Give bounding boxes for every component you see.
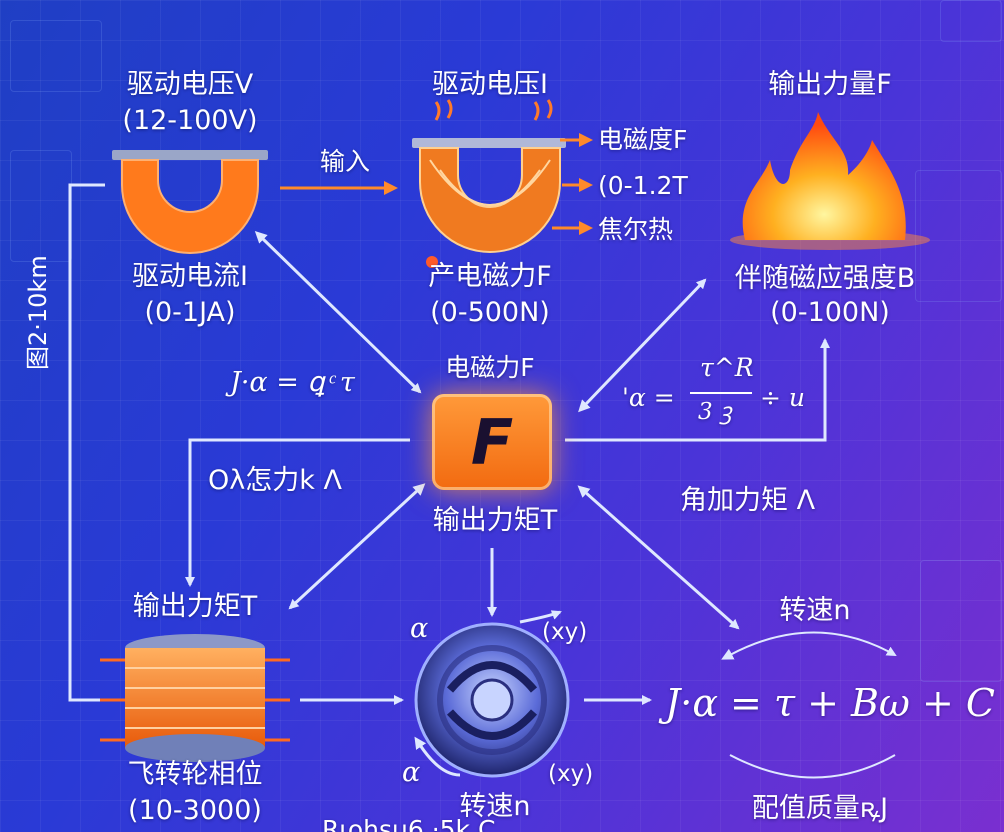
angular-torque-label: 角加力矩 Λ xyxy=(680,485,816,516)
range-1-2t-label: (0-1.2T xyxy=(598,171,688,200)
xy-top-label: (xy) xyxy=(542,619,588,645)
flywheel-range-label: (10-3000) xyxy=(128,795,262,826)
arrow-core-torque xyxy=(288,483,426,610)
gen-em-force-label: 产电磁力F xyxy=(428,261,552,292)
disc-rotor-icon xyxy=(414,622,570,778)
speed-n-right-label: 转速n xyxy=(779,595,851,626)
coil-spool-icon xyxy=(100,634,290,762)
drive-current-label: 驱动电流I xyxy=(132,261,248,292)
speed-n-bottom-label: 转速n xyxy=(459,791,531,822)
formula-left: J·α = ꝗ ͨ τ xyxy=(230,367,355,398)
drive-voltage-i-label: 驱动电压I xyxy=(432,69,548,100)
deco-panel-tl xyxy=(10,20,102,92)
arrow-alpha-bottom xyxy=(414,736,461,777)
vertical-range-label: 图2·10km xyxy=(24,255,52,370)
flame-icon xyxy=(730,112,930,250)
joule-heat-label: 焦尔热 xyxy=(598,215,674,244)
feedback-line xyxy=(68,183,105,702)
formula-right-bottom: 3 ꝫ xyxy=(698,399,732,425)
deco-panel-br xyxy=(920,560,1002,682)
arrow-loop-left xyxy=(185,438,410,587)
drive-current-range: (0-1JA) xyxy=(144,297,236,328)
garbled-left-label: Ολ怎力k Λ xyxy=(208,465,342,496)
arrow-loop-right xyxy=(565,338,830,442)
drive-voltage-range: (12-100V) xyxy=(122,105,258,136)
output-torque-label: 输出力矩T xyxy=(432,505,558,536)
formula-right-alpha: 'α = xyxy=(622,383,675,412)
output-torque-left-label: 输出力矩T xyxy=(132,591,258,622)
deco-panel-tr xyxy=(940,0,1002,42)
xy-bottom-label: (xy) xyxy=(548,761,594,787)
core-letter: F xyxy=(470,405,514,479)
arrow-core-induced xyxy=(578,278,707,413)
em-degree-label: 电磁度F xyxy=(598,125,688,154)
core-force-icon: F xyxy=(432,394,552,490)
alpha-bottom-label: α xyxy=(402,757,421,788)
formula-right-top: τ^R xyxy=(700,353,754,382)
arrow-xy-top xyxy=(519,610,562,624)
heated-u-magnet-icon xyxy=(412,99,566,268)
mass-j-label: 配值质量ꝶJ xyxy=(751,793,889,824)
arrow-current-core xyxy=(254,231,422,394)
induced-strength-range: (0-100N) xyxy=(770,297,890,328)
formula-right-tail: ÷ u xyxy=(760,383,805,412)
em-force-title: 电磁力F xyxy=(445,353,535,382)
induced-strength-label: 伴随磁应强度B xyxy=(734,263,916,294)
u-magnet-icon xyxy=(112,150,268,254)
arrow-core-speed xyxy=(577,485,740,630)
input-label: 输入 xyxy=(319,147,370,176)
formula-fraction-bar xyxy=(690,392,752,394)
cut-bottom-label: Rιohsu6 ·5k C xyxy=(322,815,496,832)
flywheel-phase-label: 飞转轮相位 xyxy=(127,759,263,790)
connector-lines xyxy=(68,133,830,777)
alpha-top-label: α xyxy=(410,613,429,644)
drive-voltage-label: 驱动电压V xyxy=(126,69,254,100)
gen-em-force-range: (0-500N) xyxy=(430,297,550,328)
main-formula: J·α = τ + Bω + C xyxy=(665,681,995,725)
output-force-label: 输出力量F xyxy=(768,69,892,100)
orbit-ring xyxy=(721,631,897,779)
